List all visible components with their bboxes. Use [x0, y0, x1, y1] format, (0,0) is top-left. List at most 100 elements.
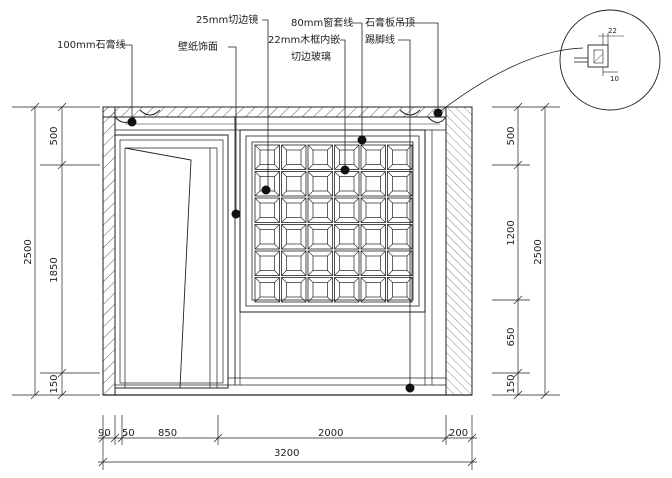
dim-right-lower: 650	[506, 327, 517, 346]
dim-lines-right	[492, 102, 560, 400]
glass-bevel	[300, 243, 307, 250]
label-window-trim: 80mm窗套线	[291, 16, 353, 29]
glass-bevel	[406, 171, 413, 177]
glass-bevel	[300, 296, 307, 303]
glass-bevel	[327, 270, 333, 276]
glass-bevel	[254, 190, 261, 197]
glass-block	[307, 171, 333, 197]
glass-bevel	[334, 144, 340, 151]
glass-bevel	[281, 197, 287, 204]
glass-bevel	[387, 171, 393, 177]
glass-bevel	[281, 243, 287, 250]
floor-line	[103, 377, 472, 396]
glass-bevel	[281, 270, 287, 276]
glass-block-inner	[392, 255, 408, 271]
glass-block-inner	[259, 202, 275, 218]
glass-bevel	[353, 190, 360, 197]
glass-bevel	[307, 243, 314, 250]
glass-bevel	[300, 144, 307, 151]
glass-bevel	[254, 171, 261, 177]
dim-lines-left	[12, 102, 100, 400]
glass-bevel	[300, 217, 307, 223]
glass-bevel	[380, 224, 386, 230]
glass-block	[334, 250, 360, 276]
door	[114, 134, 229, 389]
label-wood-frame-1: 22mm木框内嵌	[268, 33, 340, 46]
glass-bevel	[406, 250, 413, 257]
glass-bevel	[307, 277, 314, 283]
glass-bevel	[334, 164, 340, 170]
glass-block	[307, 224, 333, 250]
glass-bevel	[353, 243, 360, 250]
glass-bevel	[380, 190, 386, 197]
leader-dots	[127, 108, 443, 393]
glass-bevel	[274, 144, 280, 151]
glass-block-inner	[286, 255, 302, 271]
glass-block	[307, 250, 333, 276]
glass-bevel	[307, 217, 314, 223]
glass-block	[387, 250, 413, 276]
glass-block-inner	[365, 229, 381, 245]
glass-bevel	[281, 296, 287, 303]
glass-block-inner	[365, 202, 381, 218]
dim-bottom-seg4: 2000	[318, 428, 343, 439]
glass-bevel	[281, 217, 287, 223]
glass-block-inner	[392, 149, 408, 165]
glass-bevel	[406, 190, 413, 197]
glass-bevel	[307, 144, 314, 151]
glass-bevel	[307, 250, 314, 257]
glass-block	[360, 197, 386, 223]
glass-bevel	[334, 224, 340, 230]
glass-block	[387, 277, 413, 303]
glass-bevel	[281, 144, 287, 151]
glass-bevel	[360, 296, 367, 303]
glass-bevel	[380, 164, 386, 170]
glass-bevel	[254, 224, 261, 230]
glass-block	[254, 224, 280, 250]
label-mirror-edge: 25mm切边镜	[196, 13, 258, 26]
glass-block	[307, 197, 333, 223]
glass-bevel	[406, 270, 413, 276]
glass-block-inner	[312, 229, 328, 245]
right-wall	[445, 106, 473, 396]
glass-block-inner	[339, 176, 355, 192]
glass-bevel	[380, 197, 386, 204]
glass-bevel	[334, 296, 340, 303]
label-gypsum-ceiling: 石膏板吊顶	[365, 16, 415, 29]
dim-bottom-seg1: 90	[98, 428, 111, 439]
glass-block-inner	[392, 229, 408, 245]
glass-bevel	[254, 270, 261, 276]
glass-bevel	[353, 250, 360, 257]
glass-bevel	[281, 250, 287, 257]
label-wallpaper: 壁纸饰面	[178, 40, 218, 53]
glass-bevel	[387, 296, 393, 303]
glass-block-inner	[259, 255, 275, 271]
dim-lines-bottom	[98, 415, 477, 470]
glass-bevel	[387, 243, 393, 250]
glass-bevel	[380, 144, 386, 151]
dim-bottom-total: 3200	[274, 448, 299, 459]
glass-bevel	[360, 171, 367, 177]
glass-bevel	[307, 164, 314, 170]
glass-block	[387, 224, 413, 250]
glass-bevel	[353, 277, 360, 283]
glass-bevel	[360, 270, 367, 276]
glass-bevel	[307, 224, 314, 230]
glass-bevel	[307, 190, 314, 197]
glass-bevel	[353, 217, 360, 223]
glass-bevel	[387, 224, 393, 230]
glass-bevel	[353, 144, 360, 151]
glass-block-inner	[312, 149, 328, 165]
glass-bevel	[406, 277, 413, 283]
glass-block-inner	[365, 176, 381, 192]
glass-block-inner	[392, 202, 408, 218]
glass-block	[387, 197, 413, 223]
dim-right-top: 500	[506, 126, 517, 145]
glass-bevel	[387, 164, 393, 170]
glass-bevel	[387, 197, 393, 204]
glass-bevel	[254, 243, 261, 250]
glass-bevel	[334, 243, 340, 250]
glass-block	[360, 144, 386, 170]
glass-block-inner	[312, 202, 328, 218]
